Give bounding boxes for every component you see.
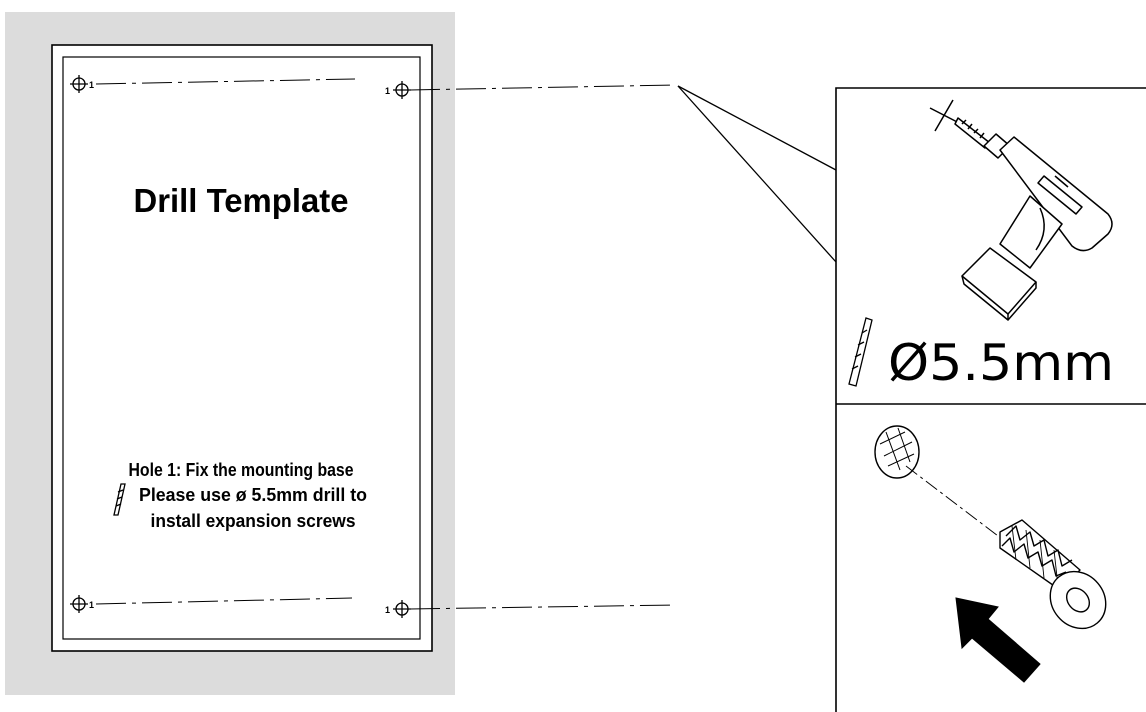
drill-template-sheet: 1 1 1 1 Dri	[51, 44, 676, 652]
crosshair-icon	[70, 595, 88, 613]
instruction-line-3: install expansion screws	[151, 511, 356, 531]
hole-number: 1	[385, 86, 390, 96]
instruction-line-1: Hole 1: Fix the mounting base	[129, 460, 354, 480]
callout-pointer	[677, 85, 837, 263]
crosshair-icon	[70, 75, 88, 93]
expansion-anchor-icon	[999, 519, 1107, 630]
hole-marker-top-left: 1	[70, 75, 94, 93]
crosshair-icon	[393, 600, 411, 618]
power-drill-icon	[954, 117, 1113, 321]
upper-guide-line	[95, 78, 676, 91]
anchor-insertion-step	[874, 425, 1107, 683]
hole-number: 1	[385, 605, 390, 615]
drill-bit-icon	[848, 317, 873, 387]
screw-head-icon	[874, 425, 920, 479]
arrow-icon	[955, 597, 1041, 683]
instruction-line-2: Please use ø 5.5mm drill to	[139, 485, 367, 505]
alignment-line	[905, 465, 1007, 543]
hole-number: 1	[89, 600, 94, 610]
hole-marker-bottom-right: 1	[385, 600, 411, 618]
hole-marker-bottom-left: 1	[70, 595, 94, 613]
template-title: Drill Template	[134, 182, 349, 219]
lower-guide-line	[95, 597, 676, 610]
drilling-step: Ø5.5mm	[848, 99, 1114, 392]
crosshair-icon	[393, 81, 411, 99]
detail-panel	[835, 87, 1146, 712]
hole-number: 1	[89, 80, 94, 90]
hole-marker-top-right: 1	[385, 81, 411, 99]
drill-bit-icon	[113, 483, 126, 516]
drill-size-label: Ø5.5mm	[888, 334, 1114, 392]
